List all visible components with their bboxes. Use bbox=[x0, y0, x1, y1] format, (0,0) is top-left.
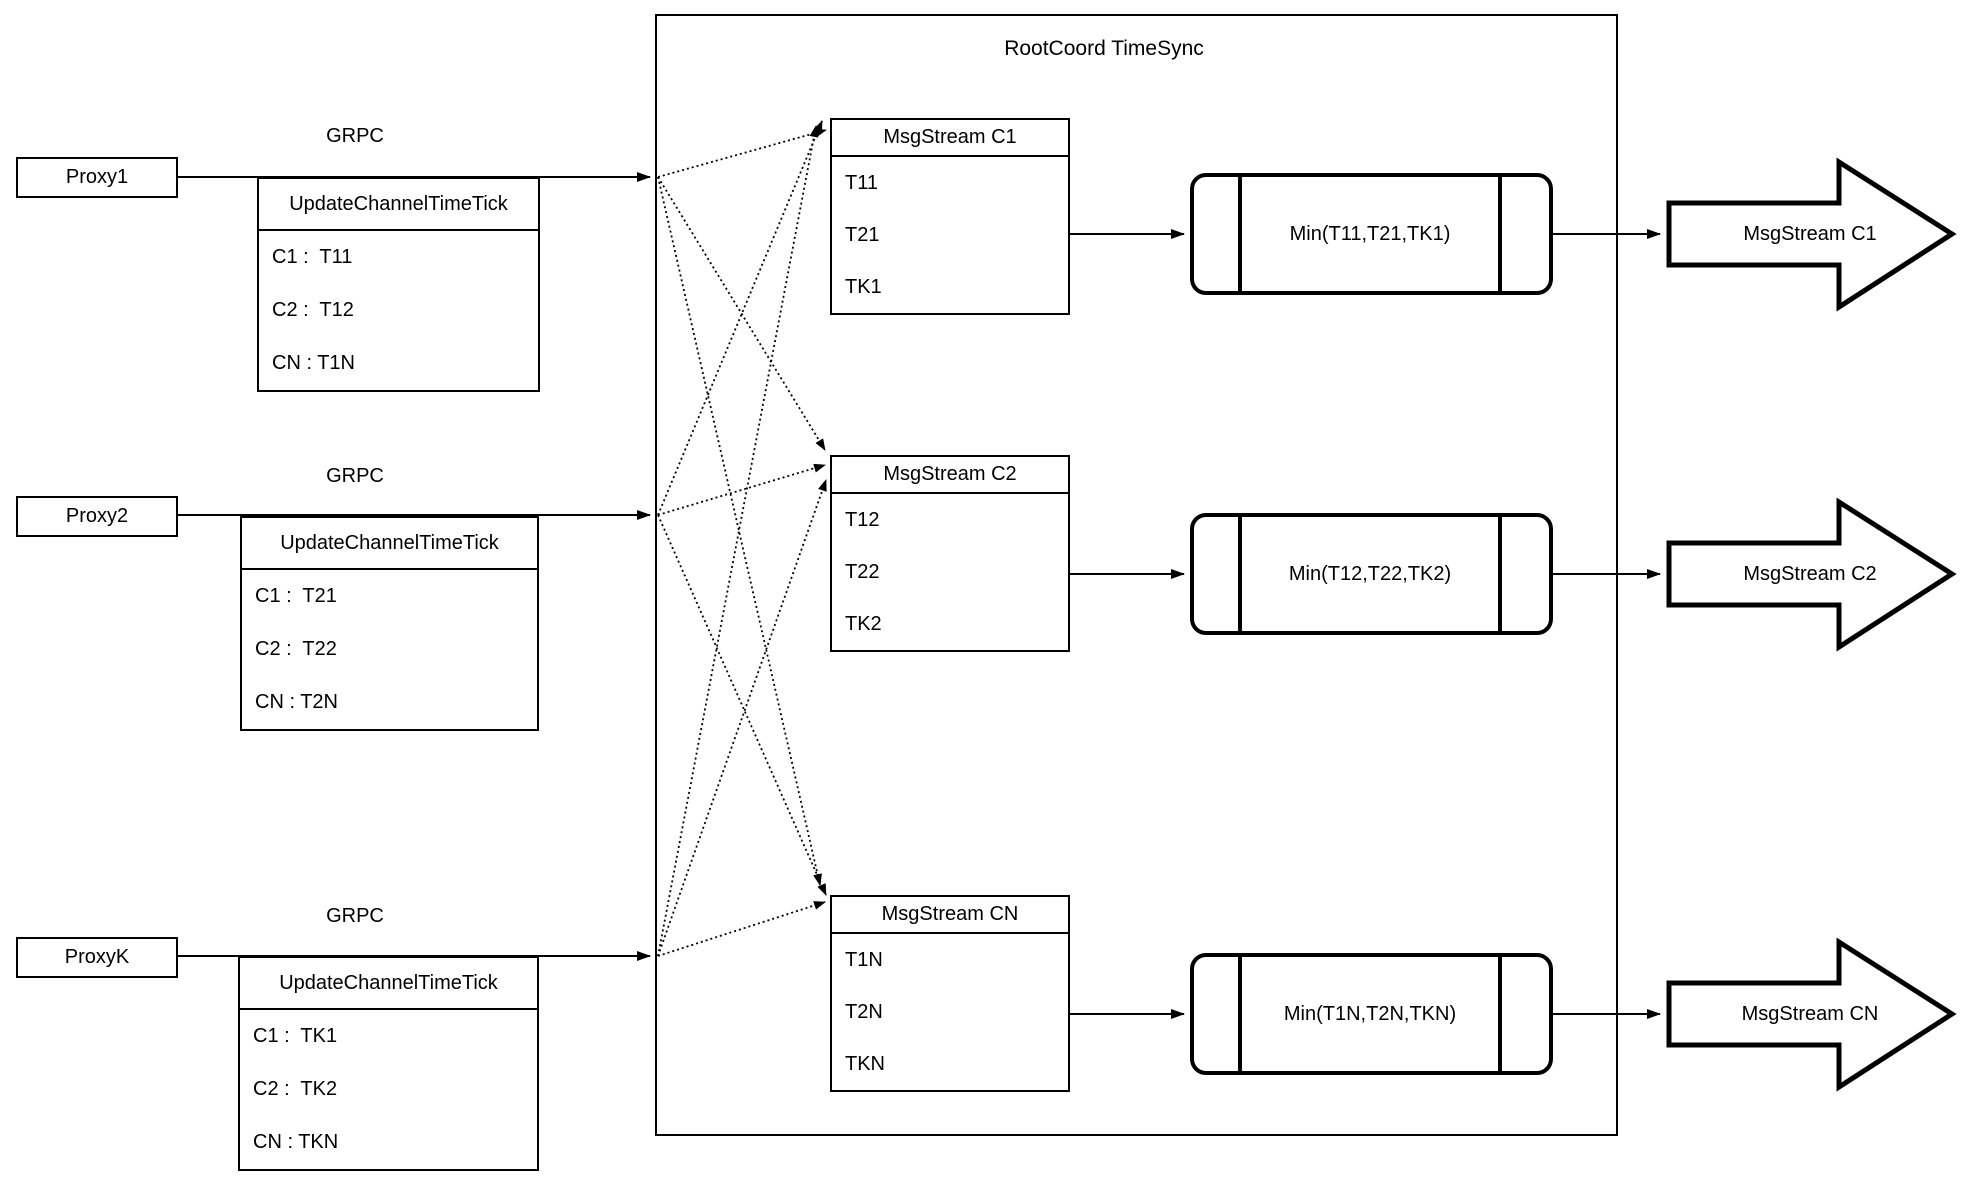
block-arrow-c1 bbox=[1666, 157, 1957, 312]
pill-divider bbox=[1238, 517, 1242, 631]
table-row: C1 : T21 bbox=[255, 585, 337, 607]
pill-divider bbox=[1498, 517, 1502, 631]
table-row: T21 bbox=[845, 224, 880, 246]
table-row: CN : T1N bbox=[272, 352, 355, 374]
block-arrow-c2 bbox=[1666, 497, 1957, 652]
rootcoord-title: RootCoord TimeSync bbox=[1004, 37, 1204, 60]
table-row: T12 bbox=[845, 509, 880, 531]
proxy1-box: Proxy1 bbox=[16, 157, 178, 198]
table-header: MsgStream C1 bbox=[832, 120, 1068, 157]
dotted-link-p1-c1 bbox=[657, 128, 827, 178]
table-row: C2 : TK2 bbox=[253, 1078, 338, 1100]
dotted-link-p2-cn bbox=[657, 514, 827, 896]
table-row: T22 bbox=[845, 561, 880, 583]
table-header: UpdateChannelTimeTick bbox=[242, 518, 537, 570]
pill-divider bbox=[1498, 957, 1502, 1071]
table-header: MsgStream C2 bbox=[832, 457, 1068, 494]
dotted-links bbox=[657, 120, 827, 957]
output-stream-c1-label: MsgStream C1 bbox=[1743, 223, 1877, 245]
grpc-label-2: GRPC bbox=[326, 465, 384, 487]
min-expression: Min(T1N,T2N,TKN) bbox=[1283, 1002, 1457, 1025]
proxy2-box: Proxy2 bbox=[16, 496, 178, 537]
dotted-link-p1-c2 bbox=[657, 176, 826, 451]
proxy1-timetick-table: UpdateChannelTimeTick C1 : T11 C2 : T12 … bbox=[257, 177, 540, 392]
table-row: C1 : TK1 bbox=[253, 1025, 338, 1047]
proxy2-timetick-table: UpdateChannelTimeTick C1 : T21 C2 : T22 … bbox=[240, 516, 539, 731]
proxyk-timetick-table: UpdateChannelTimeTick C1 : TK1 C2 : TK2 … bbox=[238, 956, 539, 1171]
table-row: C1 : T11 bbox=[272, 246, 353, 268]
output-stream-cn-label: MsgStream CN bbox=[1741, 1003, 1879, 1025]
dotted-link-p1-cn bbox=[657, 176, 822, 886]
proxy2-label: Proxy2 bbox=[65, 505, 129, 527]
proxy1-label: Proxy1 bbox=[65, 166, 129, 188]
block-arrow-cn bbox=[1666, 937, 1957, 1092]
table-row: TKN bbox=[845, 1053, 885, 1075]
table-header: MsgStream CN bbox=[832, 897, 1068, 934]
dotted-link-pk-c2 bbox=[657, 479, 827, 957]
table-row: C2 : T22 bbox=[255, 638, 337, 660]
table-row: TK2 bbox=[845, 613, 882, 635]
proxyk-label: ProxyK bbox=[64, 946, 130, 968]
table-row: T2N bbox=[845, 1001, 883, 1023]
table-row: CN : T2N bbox=[255, 691, 338, 713]
table-header: UpdateChannelTimeTick bbox=[240, 958, 537, 1010]
min-expression: Min(T11,T21,TK1) bbox=[1289, 222, 1451, 245]
pill-divider bbox=[1498, 177, 1502, 291]
table-row: C2 : T12 bbox=[272, 299, 354, 321]
output-stream-c2-label: MsgStream C2 bbox=[1743, 563, 1877, 585]
msgstream-cn-table: MsgStream CN T1N T2N TKN bbox=[830, 895, 1070, 1092]
proxyk-box: ProxyK bbox=[16, 937, 178, 978]
grpc-label-1: GRPC bbox=[326, 125, 384, 147]
min-expression: Min(T12,T22,TK2) bbox=[1288, 562, 1452, 585]
msgstream-c1-table: MsgStream C1 T11 T21 TK1 bbox=[830, 118, 1070, 315]
table-row: T1N bbox=[845, 949, 883, 971]
pill-divider bbox=[1238, 177, 1242, 291]
min-node-c2: Min(T12,T22,TK2) bbox=[1190, 513, 1553, 635]
dotted-link-pk-cn bbox=[657, 901, 826, 957]
min-node-cn: Min(T1N,T2N,TKN) bbox=[1190, 953, 1553, 1075]
table-row: T11 bbox=[845, 172, 878, 194]
dotted-link-p2-c2 bbox=[657, 463, 826, 516]
pill-divider bbox=[1238, 957, 1242, 1071]
grpc-label-3: GRPC bbox=[326, 905, 384, 927]
table-row: TK1 bbox=[845, 276, 882, 298]
table-row: CN : TKN bbox=[253, 1131, 339, 1153]
min-node-c1: Min(T11,T21,TK1) bbox=[1190, 173, 1553, 295]
table-header: UpdateChannelTimeTick bbox=[259, 179, 538, 231]
dotted-link-p2-c1 bbox=[657, 120, 823, 516]
dotted-link-pk-c1 bbox=[657, 125, 819, 957]
msgstream-c2-table: MsgStream C2 T12 T22 TK2 bbox=[830, 455, 1070, 652]
